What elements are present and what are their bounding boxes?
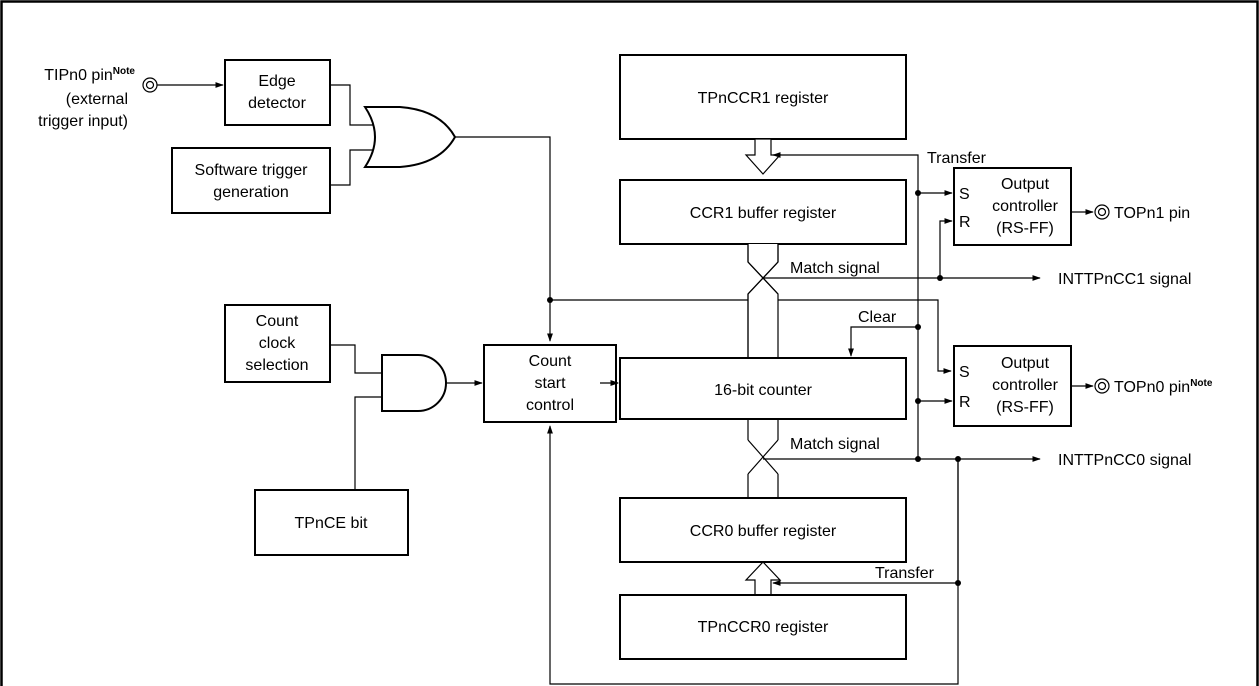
match-signal-0-label: Match signal [790,436,880,453]
swtrig-to-or-wire [330,149,375,186]
tpnce-bit-block [254,489,409,556]
output0-s-label: S [959,364,970,381]
output-controller-0-block [953,345,1072,427]
tpnccr0-register-label: TPnCCR0 register [698,619,829,636]
and-gate [381,354,447,412]
output-controller-1-block [953,167,1072,246]
or-to-count-start-wire [455,136,553,342]
tipn0-ext-line2: trigger input) [38,113,128,130]
transfer-arrow-ccr0 [744,561,782,596]
count-start-label-2: start [534,375,566,392]
transfer-bottom-label: Transfer [875,565,935,582]
edge-to-or-wire [330,84,375,126]
topn1-pin-icon [1094,204,1110,220]
count-clock-block [224,304,331,383]
ccr0-buffer-block [619,497,907,563]
tpnce-bit-label: TPnCE bit [295,515,368,532]
clock-to-and-wire [330,344,382,374]
match-signal-1-label: Match signal [790,260,880,277]
counter-16bit-block [619,357,907,420]
topn0-pin-label: TOPn0 pin [1114,379,1190,396]
ccr1-buffer-block [619,179,907,245]
transfer-top-wire [772,152,919,459]
tipn0-pin-icon [142,77,158,93]
count-clock-label-1: Count [256,313,299,330]
tpnccr1-register-block [619,54,907,140]
edge-detector-block [224,59,331,126]
output0-label-3: (RS-FF) [996,399,1054,416]
tpnce-to-and-wire [354,396,382,490]
software-trigger-label-1: Software trigger [195,162,309,179]
intt-cc0-label: INTTPnCC0 signal [1058,452,1191,469]
output1-label-2: controller [992,198,1058,215]
output1-r-label: R [959,214,971,231]
tipn0-pin-label: TIPn0 pin [44,67,112,84]
count-clock-label-3: selection [245,357,308,374]
edge-detector-label-1: Edge [258,73,295,90]
svg-text:TOPn0 pinNote: TOPn0 pinNote [1114,378,1213,396]
reset-wire-1 [939,218,953,278]
or-gate [363,106,457,168]
software-trigger-block [171,147,331,214]
output1-label-1: Output [1001,176,1050,193]
output0-label-1: Output [1001,355,1050,372]
counter-16bit-label: 16-bit counter [714,382,813,399]
ccr1-buffer-label: CCR1 buffer register [690,205,837,222]
output0-label-2: controller [992,377,1058,394]
trigger-to-output0-wire [550,299,952,374]
count-clock-label-2: clock [259,335,296,352]
tipn0-note-label: Note [113,66,136,77]
clear-label: Clear [858,309,897,326]
transfer-top-label: Transfer [927,150,987,167]
topn0-note-label: Note [1190,378,1213,389]
output0-r-label: R [959,394,971,411]
topn0-pin-icon [1094,378,1110,394]
output1-label-3: (RS-FF) [996,220,1054,237]
clear-wire [848,326,918,357]
intt-cc1-label: INTTPnCC1 signal [1058,271,1191,288]
svg-text:TIPn0 pinNote: TIPn0 pinNote [44,66,135,84]
tipn0-ext-line1: (external [66,91,128,108]
ccr0-buffer-label: CCR0 buffer register [690,523,837,540]
count-start-label-1: Count [529,353,572,370]
tpnccr0-register-block [619,594,907,660]
comparator-x-0b [747,439,779,475]
edge-detector-label-2: detector [248,95,306,112]
software-trigger-label-2: generation [213,184,289,201]
topn1-pin-label: TOPn1 pin [1114,205,1190,222]
output1-s-label: S [959,186,970,203]
transfer-arrow-ccr1 [744,138,782,175]
count-start-label-3: control [526,397,574,414]
tpnccr1-register-label: TPnCCR1 register [698,90,829,107]
